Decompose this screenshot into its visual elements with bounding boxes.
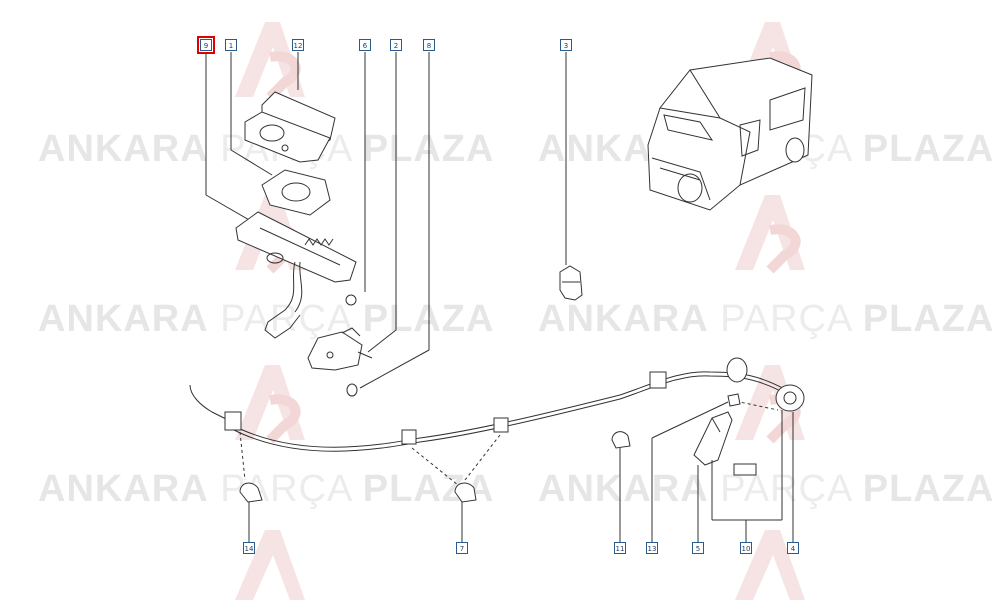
callout-14[interactable]: 14 [243, 542, 255, 554]
callout-2[interactable]: 2 [390, 39, 402, 51]
watermark-text: ANKARA PARÇA PLAZA [538, 468, 995, 510]
gasket-1 [261, 169, 331, 216]
leader-line-2b [367, 329, 397, 353]
callout-4[interactable]: 4 [787, 542, 799, 554]
watermark-logo [735, 195, 805, 274]
cable-clip [224, 411, 242, 431]
watermark-logo [235, 530, 305, 600]
watermark-text: ANKARA PARÇA PLAZA [538, 298, 995, 340]
clip-14 [239, 482, 263, 503]
grommet [726, 357, 748, 383]
nut-6 [345, 294, 357, 306]
callout-12[interactable]: 12 [292, 39, 304, 51]
van-illustration [647, 57, 813, 211]
watermark-text: ANKARA PARÇA PLAZA [38, 298, 495, 340]
watermark-logo [735, 530, 805, 600]
watermark-logo [235, 365, 305, 444]
gasket-plate-12 [244, 111, 331, 163]
watermark-logo [235, 22, 305, 101]
callout-6[interactable]: 6 [359, 39, 371, 51]
latch-assembly-2 [307, 331, 363, 371]
callout-5[interactable]: 5 [692, 542, 704, 554]
callout-9[interactable]: 9 [197, 36, 215, 54]
callout-8[interactable]: 8 [423, 39, 435, 51]
callout-7[interactable]: 7 [456, 542, 468, 554]
callout-11[interactable]: 11 [614, 542, 626, 554]
bolt-13 [727, 393, 741, 407]
callout-10[interactable]: 10 [740, 542, 752, 554]
cable-clip [493, 417, 509, 433]
callout-1[interactable]: 1 [225, 39, 237, 51]
latch-plate-9 [235, 211, 357, 283]
clip-8 [346, 383, 358, 397]
cable-clip [401, 429, 417, 445]
leader-line-8b [359, 349, 430, 389]
clip-11 [611, 431, 631, 449]
label-10 [733, 463, 757, 476]
release-cable [231, 371, 791, 448]
cable-clip [649, 371, 667, 389]
cable-end [189, 384, 233, 423]
clip-7 [454, 482, 477, 503]
grommet-4 [775, 384, 805, 412]
leader-line-1b [230, 149, 273, 176]
callout-3[interactable]: 3 [560, 39, 572, 51]
plug-3 [559, 265, 583, 301]
callout-13[interactable]: 13 [646, 542, 658, 554]
